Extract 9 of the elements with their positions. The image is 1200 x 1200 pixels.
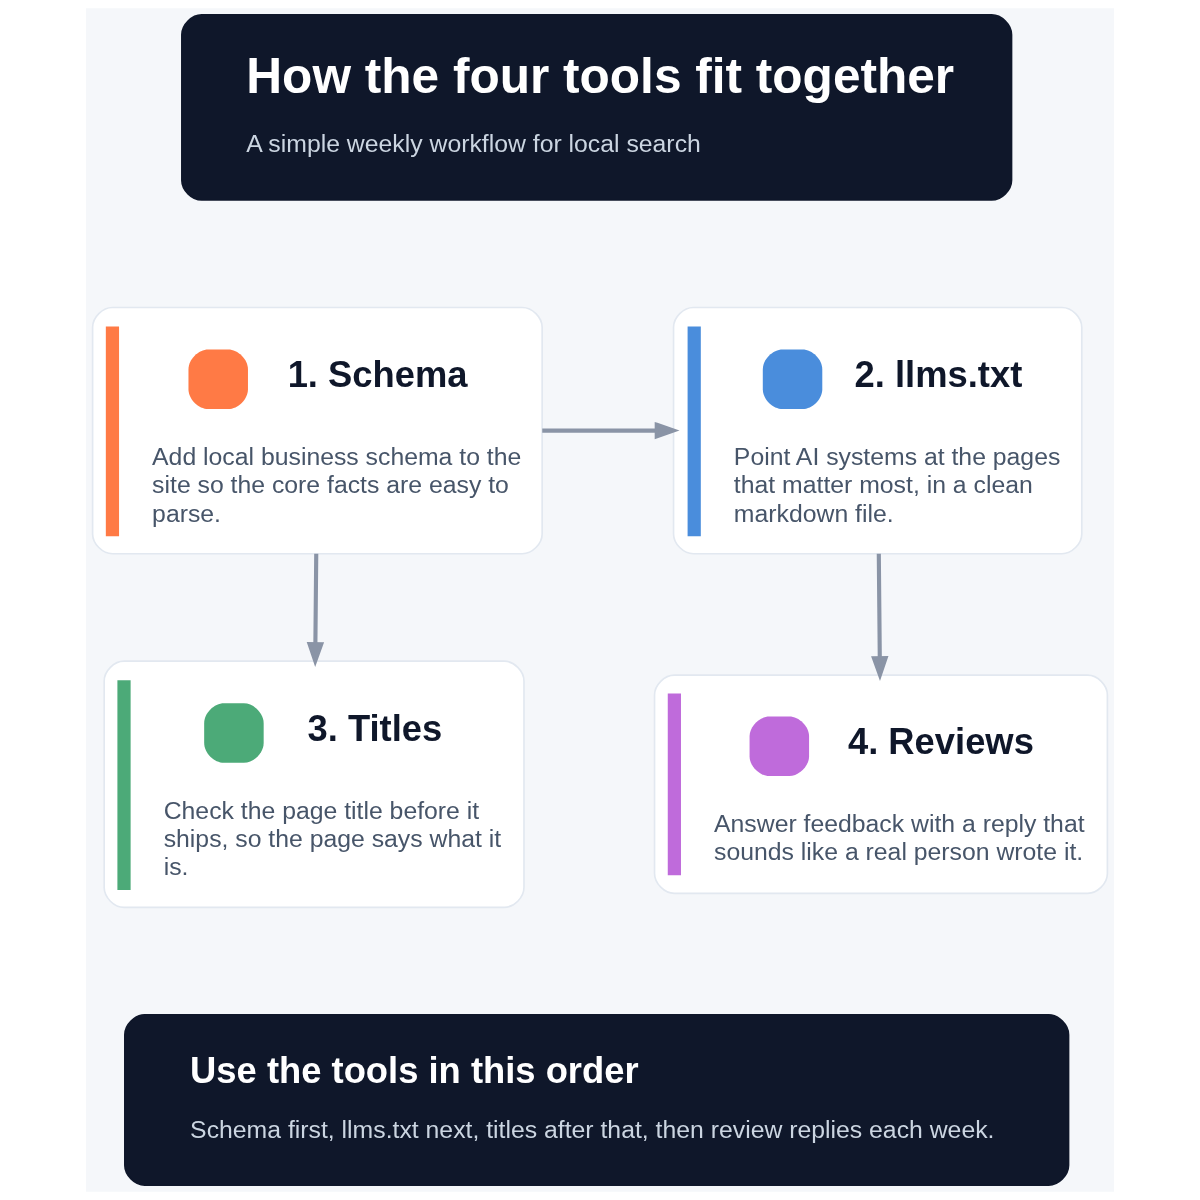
node-box: How the four tools fit together A simple weekly workflow for local search	[181, 14, 1013, 201]
node-box: 4. Reviews Answer feedback with a reply that sounds like a real person wrote it.	[653, 674, 1109, 895]
node-box: 2. llms.txt Point AI systems at the pages that matter most, in a clean markdown file.	[672, 306, 1083, 555]
node-box: 1. Schema Add local business schema to the site so the core facts are easy to parse.	[91, 306, 543, 555]
arrow	[306, 553, 325, 667]
arrow	[871, 553, 889, 681]
arrow	[542, 421, 680, 440]
node-box: 3. Titles Check the page title before it ships, so the page says what it is.	[103, 660, 525, 909]
node-box: Use the tools in this order Schema first, llms.txt next, titles after that, then review replies each week.	[124, 1014, 1070, 1186]
